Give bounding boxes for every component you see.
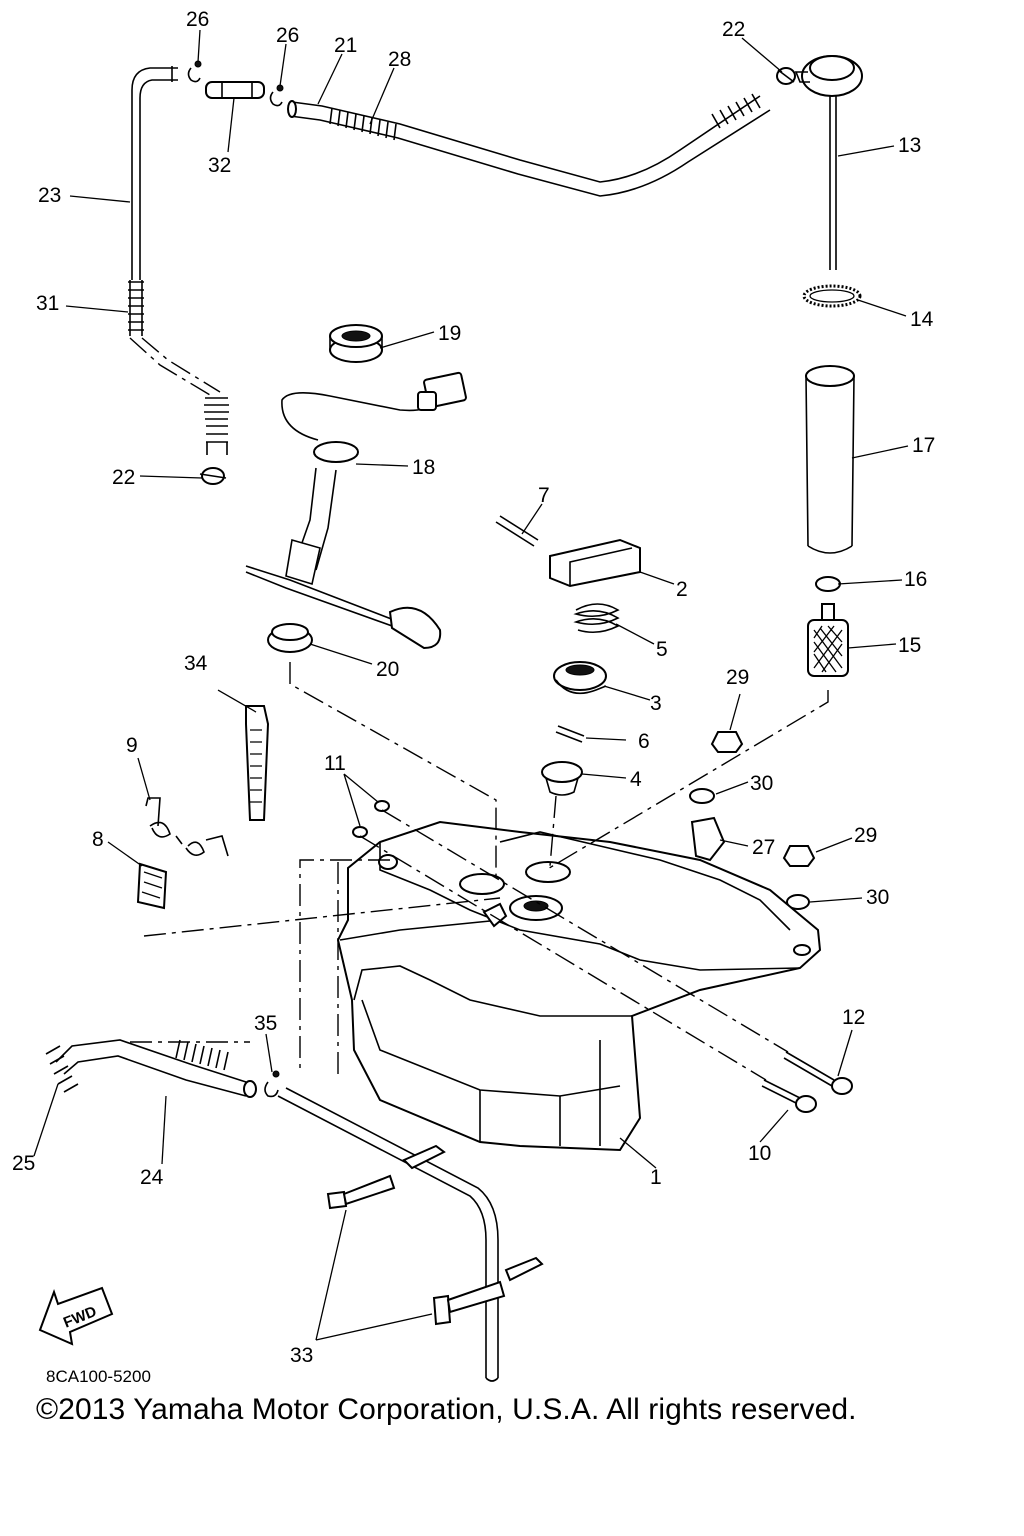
gasket-14 — [802, 284, 862, 308]
vent-hose-23 — [131, 66, 178, 280]
callout: 11 — [324, 752, 346, 775]
callout: 33 — [290, 1344, 313, 1367]
callout: 23 — [38, 184, 61, 207]
callout: 30 — [866, 886, 889, 909]
callout: 7 — [538, 484, 550, 507]
assembly-lines — [130, 662, 829, 1081]
nut-29-top — [710, 731, 744, 753]
grip-8 — [136, 862, 168, 910]
callout: 3 — [650, 692, 662, 715]
washer-11 — [352, 800, 390, 838]
fuel-filter-15 — [807, 603, 849, 677]
clip-22-left — [199, 467, 227, 485]
hose-section-25 — [45, 1045, 79, 1093]
callout: 20 — [376, 658, 399, 681]
callout: 9 — [126, 734, 138, 757]
callout: 16 — [904, 568, 927, 591]
callout: 12 — [842, 1006, 865, 1029]
lock-bracket-2 — [549, 538, 641, 588]
drain-hose-24 — [55, 1039, 257, 1098]
nut-29-right — [782, 845, 816, 867]
clamp-27 — [690, 816, 726, 862]
fuel-sender-18 — [245, 371, 467, 650]
grommet-4 — [541, 761, 583, 796]
callout: 35 — [254, 1012, 277, 1035]
clip-16 — [815, 576, 841, 592]
callout: 2 — [676, 578, 688, 601]
washer-30-top — [689, 788, 715, 804]
pin-7 — [495, 515, 539, 547]
callout: 28 — [388, 48, 411, 71]
callouts: 1 2 3 4 5 6 7 8 9 10 11 12 13 14 15 16 1… — [12, 8, 935, 1367]
bands-33 — [326, 1144, 544, 1326]
callout: 21 — [334, 34, 357, 57]
callout: 24 — [140, 1166, 164, 1189]
callout: 34 — [184, 652, 208, 675]
callout: 5 — [656, 638, 668, 661]
callout: 30 — [750, 772, 773, 795]
callout: 10 — [748, 1142, 771, 1165]
callout: 29 — [854, 824, 877, 847]
bolt-12 — [783, 1051, 853, 1095]
filler-hose-21-28 — [287, 93, 771, 197]
band-34 — [245, 705, 270, 821]
callout: 8 — [92, 828, 104, 851]
callout: 1 — [650, 1166, 662, 1189]
spring-9 — [145, 797, 229, 857]
cap-3 — [553, 661, 607, 695]
drain-pipe — [277, 1087, 499, 1382]
fuel-tank-1 — [336, 820, 822, 1152]
callout: 32 — [208, 154, 231, 177]
callout: 31 — [36, 292, 59, 315]
clip-35 — [264, 1070, 280, 1098]
copyright-notice: ©2013 Yamaha Motor Corporation, U.S.A. A… — [36, 1393, 857, 1426]
callout: 27 — [752, 836, 775, 859]
pin-6 — [555, 725, 585, 743]
callout: 13 — [898, 134, 921, 157]
fuel-cap-13 — [794, 55, 863, 270]
callout: 18 — [412, 456, 435, 479]
callout: 17 — [912, 434, 935, 457]
callout: 22 — [112, 466, 135, 489]
callout: 26 — [276, 24, 299, 47]
callout: 4 — [630, 768, 642, 791]
callout: 25 — [12, 1152, 35, 1175]
bolt-10 — [761, 1079, 817, 1113]
spring-5 — [573, 603, 620, 634]
joint-pipe-32 — [205, 81, 265, 99]
hose-section-31 — [128, 280, 229, 455]
callout: 19 — [438, 322, 461, 345]
callout: 6 — [638, 730, 650, 753]
leader-lines — [33, 29, 909, 1341]
grommet-20 — [267, 623, 313, 653]
diagram-code: 8CA100-5200 — [46, 1367, 151, 1386]
callout: 26 — [186, 8, 209, 31]
washer-30-right — [786, 894, 810, 910]
callout: 14 — [910, 308, 934, 331]
fwd-arrow-icon: FWD — [38, 1286, 114, 1346]
grommet-19 — [329, 324, 383, 363]
filler-neck-17 — [805, 365, 855, 554]
callout: 22 — [722, 18, 745, 41]
callout: 29 — [726, 666, 749, 689]
callout: 15 — [898, 634, 921, 657]
